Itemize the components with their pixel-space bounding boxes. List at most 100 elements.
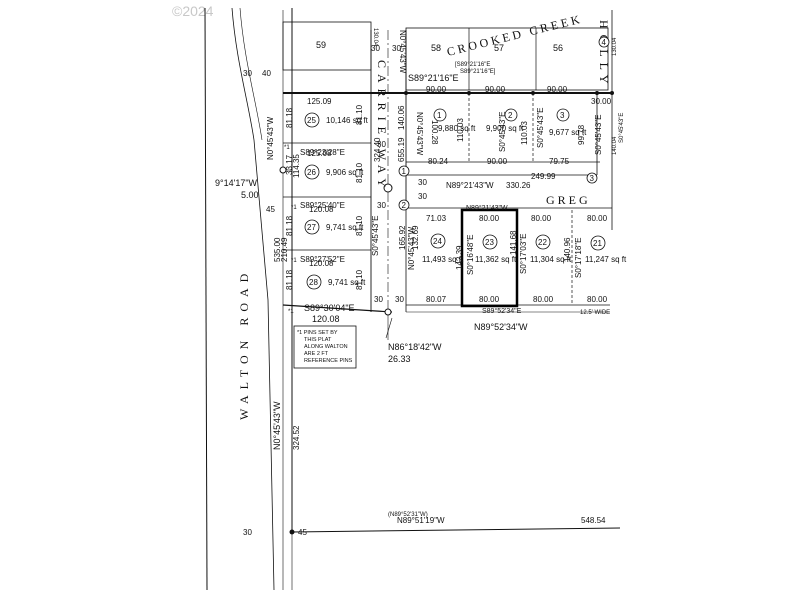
lot-22[interactable]: 22 11,304 sq ft	[530, 234, 572, 264]
lot-26[interactable]: 26 9,906 sq ft	[304, 164, 364, 180]
width-30-j: 30	[377, 201, 386, 210]
pin-mark-1: *1	[284, 145, 290, 151]
bottom-boundary-line	[291, 527, 621, 533]
lot-24[interactable]: 24 11,493 sq ft	[422, 233, 464, 264]
dist-141-68: 141.68	[509, 230, 518, 255]
width-30-a: 30	[243, 69, 252, 78]
dist-12-5-wide: 12.5' WIDE	[580, 310, 610, 316]
dist-80-f: 80.00	[587, 295, 608, 304]
dist-114-35: 114.35	[292, 154, 301, 178]
bearing-26-27: S89°25'40"E	[300, 201, 345, 210]
lot-57-number: 57	[494, 43, 504, 53]
dist-330-26: 330.26	[506, 181, 531, 190]
width-30-b: 30	[371, 44, 380, 53]
monument-carrie-south	[384, 308, 392, 316]
lot-59-outline	[282, 21, 372, 71]
dist-249-99: 249.99	[531, 172, 556, 181]
lot-1-area: 9,880 sq ft	[438, 124, 476, 133]
lot-21-number: 21	[593, 239, 602, 248]
bearing-creek-2: S89°21'16"E]	[460, 69, 496, 75]
bearing-bottom-line: N89°51'19"W	[397, 516, 445, 525]
lot-26-number: 26	[307, 168, 316, 177]
pin-mark-4: *1	[288, 309, 294, 315]
dist-110-03a: 110.03	[456, 118, 465, 142]
lot-24-area: 11,493 sq ft	[422, 255, 464, 264]
lot-23[interactable]: 23 11,362 sq ft	[475, 234, 517, 264]
bearing-greg-north: N89°21'43"W	[446, 181, 494, 190]
marker-2: 2	[398, 199, 410, 211]
lot-25[interactable]: 25 10,146 sq ft	[304, 112, 369, 128]
lot-26-area: 9,906 sq ft	[326, 168, 364, 177]
bearing-south-line: N89°52'34"W	[474, 322, 528, 332]
dist-80-24: 80.24	[428, 157, 449, 166]
dist-80-c: 80.00	[587, 214, 608, 223]
dist-324-52: 324.52	[292, 425, 301, 450]
lot-21-area: 11,247 sq ft	[585, 255, 627, 264]
lot-59-number: 59	[316, 40, 326, 50]
lot-2-number: 2	[508, 111, 513, 120]
bearing-lot-24-23: S0°16'48"E	[466, 235, 475, 275]
dist-165-92: 165.92	[398, 225, 407, 250]
dist-140-04: 140.04	[612, 136, 618, 155]
marker-1-label: 1	[402, 167, 407, 176]
dist-548-54: 548.54	[581, 516, 606, 525]
width-45-a: 45	[266, 205, 275, 214]
lot-23-highlight[interactable]	[460, 208, 519, 308]
monument-carrie-greg	[383, 183, 393, 193]
width-30-f: 30	[243, 528, 252, 537]
width-30-g: 30	[418, 178, 427, 187]
marker-4: 4	[598, 36, 610, 48]
lot-27[interactable]: 27 9,741 sq ft	[304, 219, 364, 235]
pin-mark-3: *1	[291, 258, 297, 264]
dist-140-96: 140.96	[563, 237, 572, 262]
bearing-carrie-east: S0°45'43"E	[371, 216, 380, 256]
dist-81-10c: 81.10	[355, 215, 364, 236]
dist-5-00: 5.00	[241, 190, 259, 200]
dist-130-04a: 130.04	[612, 37, 618, 56]
dist-125-08: 125.08	[307, 149, 332, 158]
dist-90-a: 90.00	[426, 85, 447, 94]
lot-21[interactable]: 21 11,247 sq ft	[585, 235, 627, 264]
marker-3-label: 3	[590, 174, 595, 183]
dist-81-18a: 81.18	[285, 107, 294, 128]
width-30-d: 30	[374, 295, 383, 304]
dist-81-18b: 81.18	[285, 215, 294, 236]
bearing-carrie-upper: N0°45'43"W	[398, 30, 407, 74]
dist-90-b: 90.00	[485, 85, 506, 94]
lot-28[interactable]: 28 9,741 sq ft	[306, 274, 366, 290]
pin-mark-2: *1	[291, 205, 297, 211]
lot-2[interactable]: 2 9,900 sq ft	[486, 108, 524, 133]
lot-2-area: 9,900 sq ft	[486, 124, 524, 133]
width-45-b: 45	[298, 528, 307, 537]
bearing-28-south: S89°30'04"E	[304, 303, 355, 313]
bearing-lot-3-east: S0°45'43"E	[594, 115, 603, 155]
note-line-2: THIS PLAT	[304, 337, 332, 343]
monument-walton	[279, 166, 287, 174]
lot-3[interactable]: 3 9,677 sq ft	[549, 108, 587, 137]
lot-23-area: 11,362 sq ft	[475, 255, 517, 264]
dist-210-49: 210.49	[280, 237, 289, 262]
marker-2-label: 2	[402, 201, 407, 210]
lot-1[interactable]: 1 9,880 sq ft	[433, 108, 476, 133]
bearing-bottom-record: (N89°52'31"W)	[388, 512, 428, 518]
dist-90-00: 90.00	[487, 157, 508, 166]
holly-label: HOLLY	[597, 20, 611, 89]
dist-81-18d: 81.10	[355, 269, 364, 290]
bearing-walton-upper: N0°45'43"W	[266, 116, 275, 160]
crooked-creek-label: CROOKED CREEK	[445, 12, 584, 59]
lot-27-number: 27	[307, 223, 316, 232]
note-line-5: REFERENCE PINS	[304, 358, 353, 364]
dist-120-08a: 120.08	[309, 205, 334, 214]
corner-pin-5	[610, 91, 614, 95]
lot-3-area: 9,677 sq ft	[549, 128, 587, 137]
corner-pin-2	[467, 91, 471, 95]
dist-142-39: 142.39	[455, 245, 464, 270]
lot-27-area: 9,741 sq ft	[326, 223, 364, 232]
dist-100-28: 100.28	[430, 120, 439, 145]
dist-30-a: 30.00	[591, 97, 612, 106]
bearing-lot-22-21: S0°17'18"E	[574, 238, 583, 278]
dist-80-e: 80.00	[533, 295, 554, 304]
note-line-4: ARE 2 FT	[304, 351, 329, 357]
marker-3: 3	[586, 172, 598, 184]
dist-81-10b: 81.10	[355, 162, 364, 183]
